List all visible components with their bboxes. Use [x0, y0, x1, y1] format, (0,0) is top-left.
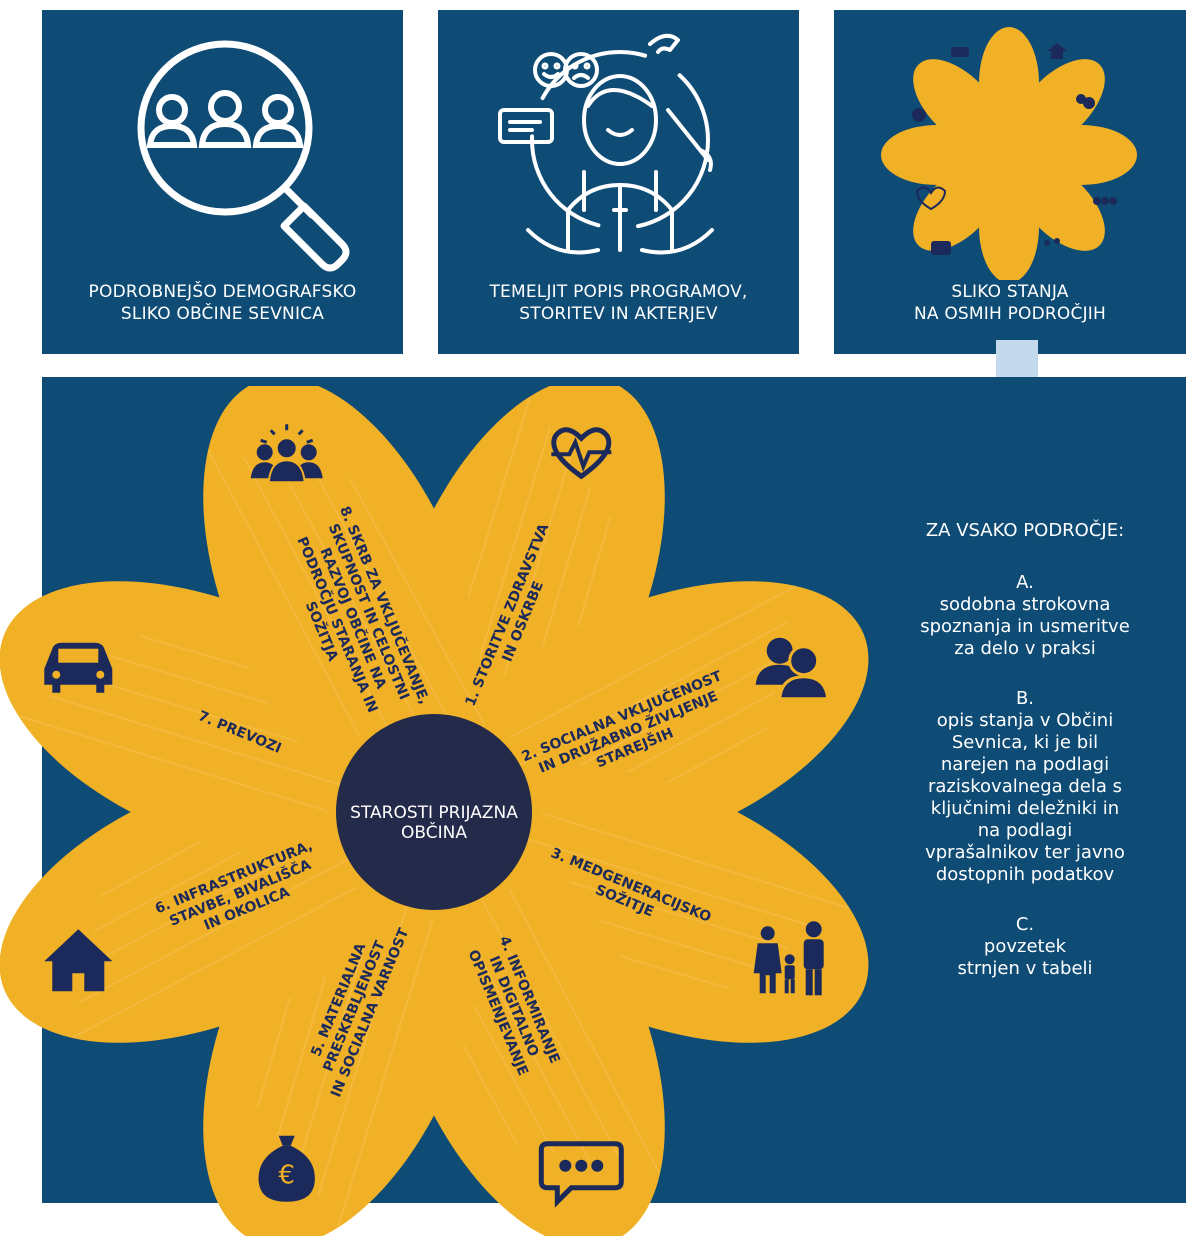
side-item-line: spoznanja in usmeritve — [920, 616, 1130, 637]
heart-pulse-icon — [551, 427, 612, 480]
title-line: NA OSMIH PODROČJIH — [914, 304, 1106, 324]
petal-texture — [18, 714, 327, 812]
petal-texture — [79, 854, 356, 1003]
petal-texture — [316, 898, 410, 1198]
side-item-letter: A. — [1016, 572, 1034, 593]
side-item-line: za delo v praksi — [954, 638, 1096, 659]
side-item-line: raziskovalnega dela s — [927, 776, 1123, 797]
side-item-line: dostopnih podatkov — [935, 864, 1115, 885]
side-item-letter: C. — [1015, 914, 1035, 935]
chat-bubble-icon — [538, 1141, 624, 1208]
top-box-title: PODROBNEJŠO DEMOGRAFSKO SLIKO OBČINE SEV… — [42, 281, 403, 325]
petal-texture — [278, 464, 423, 731]
petal-texture — [336, 919, 434, 1228]
petal-texture — [313, 471, 455, 729]
side-item-line: vprašalnikov ter javno — [925, 842, 1125, 863]
top-box-programs: TEMELJIT POPIS PROGRAMOV, STORITEV IN AK… — [438, 10, 799, 354]
side-item-letter: B. — [1015, 688, 1035, 709]
center-label-line1: STAROSTI PRIJAZNA — [350, 803, 518, 823]
petal-texture — [349, 478, 486, 727]
car-icon — [44, 642, 113, 693]
petal-texture — [207, 450, 360, 736]
petal-texture — [476, 890, 625, 1167]
petal-texture — [541, 812, 850, 910]
service-person-icon — [498, 33, 714, 255]
top-box-title: SLIKO STANJA NA OSMIH PODROČJIH — [834, 281, 1186, 325]
side-item-line: narejen na podlagi — [940, 754, 1110, 775]
petal-texture — [72, 886, 358, 1039]
side-item-line: strnjen v tabeli — [957, 958, 1093, 979]
side-item-line: povzetek — [983, 936, 1067, 957]
money-bag-icon: € — [258, 1135, 315, 1202]
flower-center — [336, 714, 532, 910]
title-line: TEMELJIT POPIS PROGRAMOV, — [489, 282, 748, 302]
side-heading: ZA VSAKO PODROČJE: — [925, 520, 1125, 541]
petal-texture — [48, 694, 348, 788]
petal-8 — [203, 386, 486, 803]
house-icon — [44, 929, 113, 992]
petal-texture — [512, 621, 789, 770]
center-label-line2: OBČINA — [401, 821, 467, 843]
eight-area-flower-icon — [881, 27, 1137, 280]
petal-shape — [203, 386, 482, 803]
side-item-b: B. opis stanja v Občini Sevnica, ki je b… — [860, 688, 1186, 886]
people-pair-icon — [755, 637, 830, 701]
family-icon — [753, 921, 824, 996]
svg-text:€: € — [278, 1161, 295, 1191]
petal-texture — [510, 585, 796, 738]
side-item-c: C. povzetek strnjen v tabeli — [860, 914, 1186, 980]
top-box-title: TEMELJIT POPIS PROGRAMOV, STORITEV IN AK… — [438, 281, 799, 325]
side-item-a: A. sodobna strokovna spoznanja in usmeri… — [860, 572, 1186, 660]
side-description: ZA VSAKO PODROČJE: A. sodobna strokovna … — [860, 520, 1186, 1008]
petal-texture — [243, 457, 392, 734]
title-line: PODROBNEJŠO DEMOGRAFSKO — [88, 282, 357, 302]
community-icon — [250, 424, 323, 484]
side-item-line: Sevnica, ki je bil — [951, 732, 1099, 753]
side-item-line: ključnimi deležniki in — [930, 798, 1120, 819]
title-line: SLIKO STANJA — [951, 282, 1069, 302]
people-magnifier-icon — [137, 40, 350, 272]
title-line: SLIKO OBČINE SEVNICA — [120, 304, 325, 324]
side-item-line: opis stanja v Občini — [936, 710, 1114, 731]
petal-texture — [520, 836, 820, 930]
top-box-demography: PODROBNEJŠO DEMOGRAFSKO SLIKO OBČINE SEV… — [42, 10, 403, 354]
side-item-line: sodobna strokovna — [939, 594, 1111, 615]
petal-texture — [508, 888, 661, 1174]
top-box-eight-areas: SLIKO STANJA NA OSMIH PODROČJIH — [834, 10, 1186, 354]
title-line: STORITEV IN AKTERJEV — [519, 304, 718, 324]
side-item-line: na podlagi — [977, 820, 1073, 841]
